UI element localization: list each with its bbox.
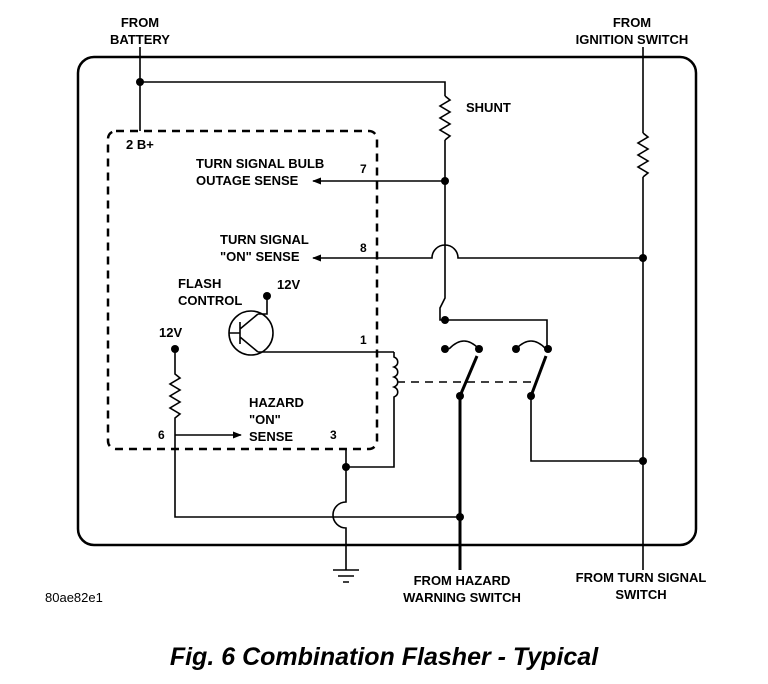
- pin-6-label: 6: [158, 428, 165, 442]
- shunt-label: SHUNT: [466, 100, 511, 115]
- pin-8-label: 8: [360, 241, 367, 255]
- hazard-resistor: [168, 349, 460, 518]
- right-switch-contact-arc: [515, 340, 547, 350]
- hazard-on-label-1: HAZARD: [249, 395, 304, 410]
- b-plus-label: 2 B+: [126, 137, 154, 152]
- from-battery-label-1: FROM: [121, 15, 159, 30]
- battery-bus-wire: [140, 81, 446, 96]
- pin-3-label: 3: [330, 428, 337, 442]
- pin-1-label: 1: [360, 333, 367, 347]
- from-ignition-label-1: FROM: [613, 15, 651, 30]
- left-switch-blade: [458, 355, 479, 397]
- from-battery-label-2: BATTERY: [110, 32, 170, 47]
- from-ignition-label-2: IGNITION SWITCH: [576, 32, 689, 47]
- junction-dots: [136, 78, 647, 521]
- flash-control-label-2: CONTROL: [178, 293, 242, 308]
- bulb-outage-label-2: OUTAGE SENSE: [196, 173, 299, 188]
- shunt-resistor: [438, 95, 452, 141]
- hazard-on-label-2: "ON": [249, 412, 281, 427]
- relay-coil: [345, 352, 399, 468]
- from-hazard-label-2: WARNING SWITCH: [403, 590, 521, 605]
- reference-code: 80ae82e1: [45, 590, 103, 605]
- ground-icon: [333, 569, 359, 583]
- module-outline: [76, 55, 698, 547]
- signal-on-label-1: TURN SIGNAL: [220, 232, 309, 247]
- ignition-resistor: [636, 132, 650, 178]
- signal-on-label-2: "ON" SENSE: [220, 249, 300, 264]
- from-hazard-label-1: FROM HAZARD: [414, 573, 511, 588]
- figure-caption: Fig. 6 Combination Flasher - Typical: [170, 643, 599, 671]
- v12-hazard-label: 12V: [159, 325, 182, 340]
- from-turn-signal-label-1: FROM TURN SIGNAL: [576, 570, 707, 585]
- flash-control-label-1: FLASH: [178, 276, 221, 291]
- right-switch-blade: [529, 355, 548, 397]
- signal-on-sense-wire: [312, 244, 643, 262]
- v12-transistor-label: 12V: [277, 277, 300, 292]
- bulb-outage-label-1: TURN SIGNAL BULB: [196, 156, 324, 171]
- from-turn-signal-label-2: SWITCH: [615, 587, 666, 602]
- pin-7-label: 7: [360, 162, 367, 176]
- flasher-circuit-boundary: [106, 129, 379, 451]
- left-switch-contact-arc: [448, 340, 480, 350]
- hazard-on-label-3: SENSE: [249, 429, 293, 444]
- shunt-output-wire: [439, 140, 548, 347]
